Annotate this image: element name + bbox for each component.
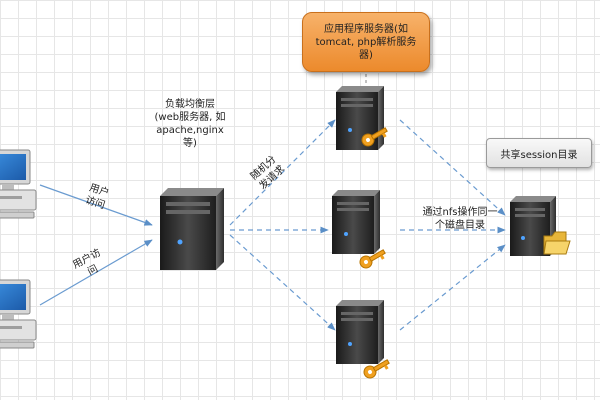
arrow-lb-to-app3 — [229, 234, 336, 331]
arrow-app3-to-nfs — [399, 244, 506, 331]
arrow-app1-to-nfs — [399, 119, 506, 216]
arrow-user1-to-lb — [39, 184, 153, 226]
connectors — [39, 74, 506, 331]
key-icon — [363, 359, 390, 379]
key-icon — [359, 249, 386, 269]
shared-session-box: 共享session目录 — [486, 138, 592, 168]
app-server-label: 应用程序服务器(如 tomcat, php解析服务 器) — [315, 23, 417, 61]
load-balancer-server-icon — [160, 188, 224, 270]
arrow-user2-to-lb — [39, 239, 153, 306]
desktop-computer-icon — [0, 149, 37, 219]
desktop-computer-icon — [0, 279, 37, 349]
folder-icon — [543, 231, 571, 255]
shared-session-label: 共享session目录 — [500, 149, 578, 161]
key-icon — [361, 127, 388, 147]
app-server-icon — [336, 300, 384, 364]
arrow-lb-to-app1 — [229, 119, 336, 226]
app-server-icon — [332, 190, 380, 254]
app-server-box: 应用程序服务器(如 tomcat, php解析服务 器) — [302, 12, 430, 72]
nfs-operation-label: 通过nfs操作同一 个磁盘目录 — [422, 207, 498, 231]
app-server-icon — [336, 86, 384, 150]
load-balancer-label: 负载均衡层 (web服务器, 如 apache,nginx 等) — [154, 99, 226, 149]
